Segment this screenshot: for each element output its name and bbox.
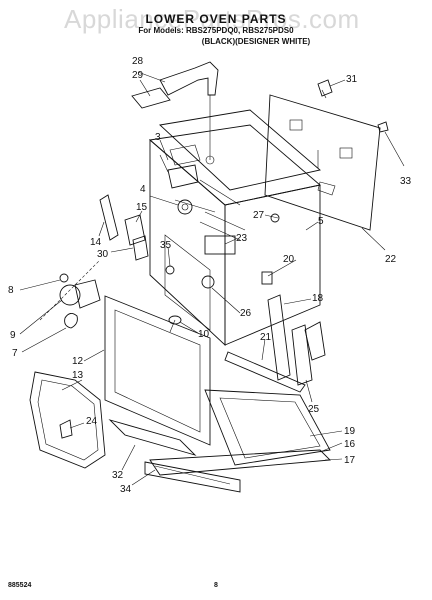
bottom-panel [204,389,331,466]
callout-33: 33 [400,176,412,187]
callout-32: 32 [112,470,124,481]
clip-33 [377,121,389,133]
callout-21: 21 [260,332,272,343]
callout-30: 30 [97,249,109,260]
callout-4: 4 [140,184,146,195]
light-assembly [39,259,101,329]
callout-16: 16 [344,439,356,450]
callout-19: 19 [344,426,356,437]
clip-30 [132,235,149,261]
vent-duct [131,61,219,160]
callout-35: 35 [160,240,172,251]
bracket-31 [317,79,333,99]
callout-25: 25 [308,404,320,415]
callout-3: 3 [155,132,161,143]
door-latch [291,321,326,386]
side-trim [267,294,291,381]
callout-34: 34 [120,484,132,495]
model-line: For Models: RBS275PDQ0, RBS275PDS0 [138,26,294,35]
oven-cavity [148,124,321,347]
callout-23: 23 [236,233,248,244]
watermark: AppliancePartsPros.com [64,4,360,34]
bracket-14 [99,194,119,241]
fastener-35 [165,265,175,275]
callout-22: 22 [385,254,397,265]
callout-5: 5 [318,216,324,227]
plug-26 [201,275,215,289]
callout-20: 20 [283,254,295,265]
callout-17: 17 [344,455,356,466]
callout-31: 31 [346,74,358,85]
cover-20 [261,271,273,285]
callout-10: 10 [198,329,210,340]
door-gasket [29,371,106,469]
callout-12: 12 [72,356,84,367]
back-panel [264,94,381,231]
sensor-4 [174,199,216,215]
callout-24: 24 [86,416,98,427]
callout-13: 13 [72,370,84,381]
callout-18: 18 [312,293,324,304]
callout-9: 9 [10,330,16,341]
leader-lines [19,71,405,486]
latch-rod [224,351,306,393]
clip-24 [59,419,73,439]
callout-14: 14 [90,237,102,248]
callout-29: 29 [132,70,144,81]
color-line: (BLACK)(DESIGNER WHITE) [201,37,311,46]
callout-15: 15 [136,202,148,213]
footer-code: 885524 [8,582,32,589]
bottom-vent [108,419,241,493]
callout-26: 26 [240,308,252,319]
fastener-27 [270,213,280,223]
callout-8: 8 [8,285,14,296]
bracket-15 [124,214,146,246]
footer-page-number: 8 [214,582,218,589]
diagram-title: LOWER OVEN PARTS [145,12,287,26]
callout-numbers: 28 29 31 33 22 3 4 27 5 23 14 15 30 35 2… [8,56,412,495]
top-heat-shield [159,109,321,206]
bracket-3 [159,154,199,189]
callout-7: 7 [12,348,18,359]
screw-10 [168,315,182,333]
bracket-23 [204,235,236,255]
callout-27: 27 [253,210,265,221]
callout-28: 28 [132,56,144,67]
